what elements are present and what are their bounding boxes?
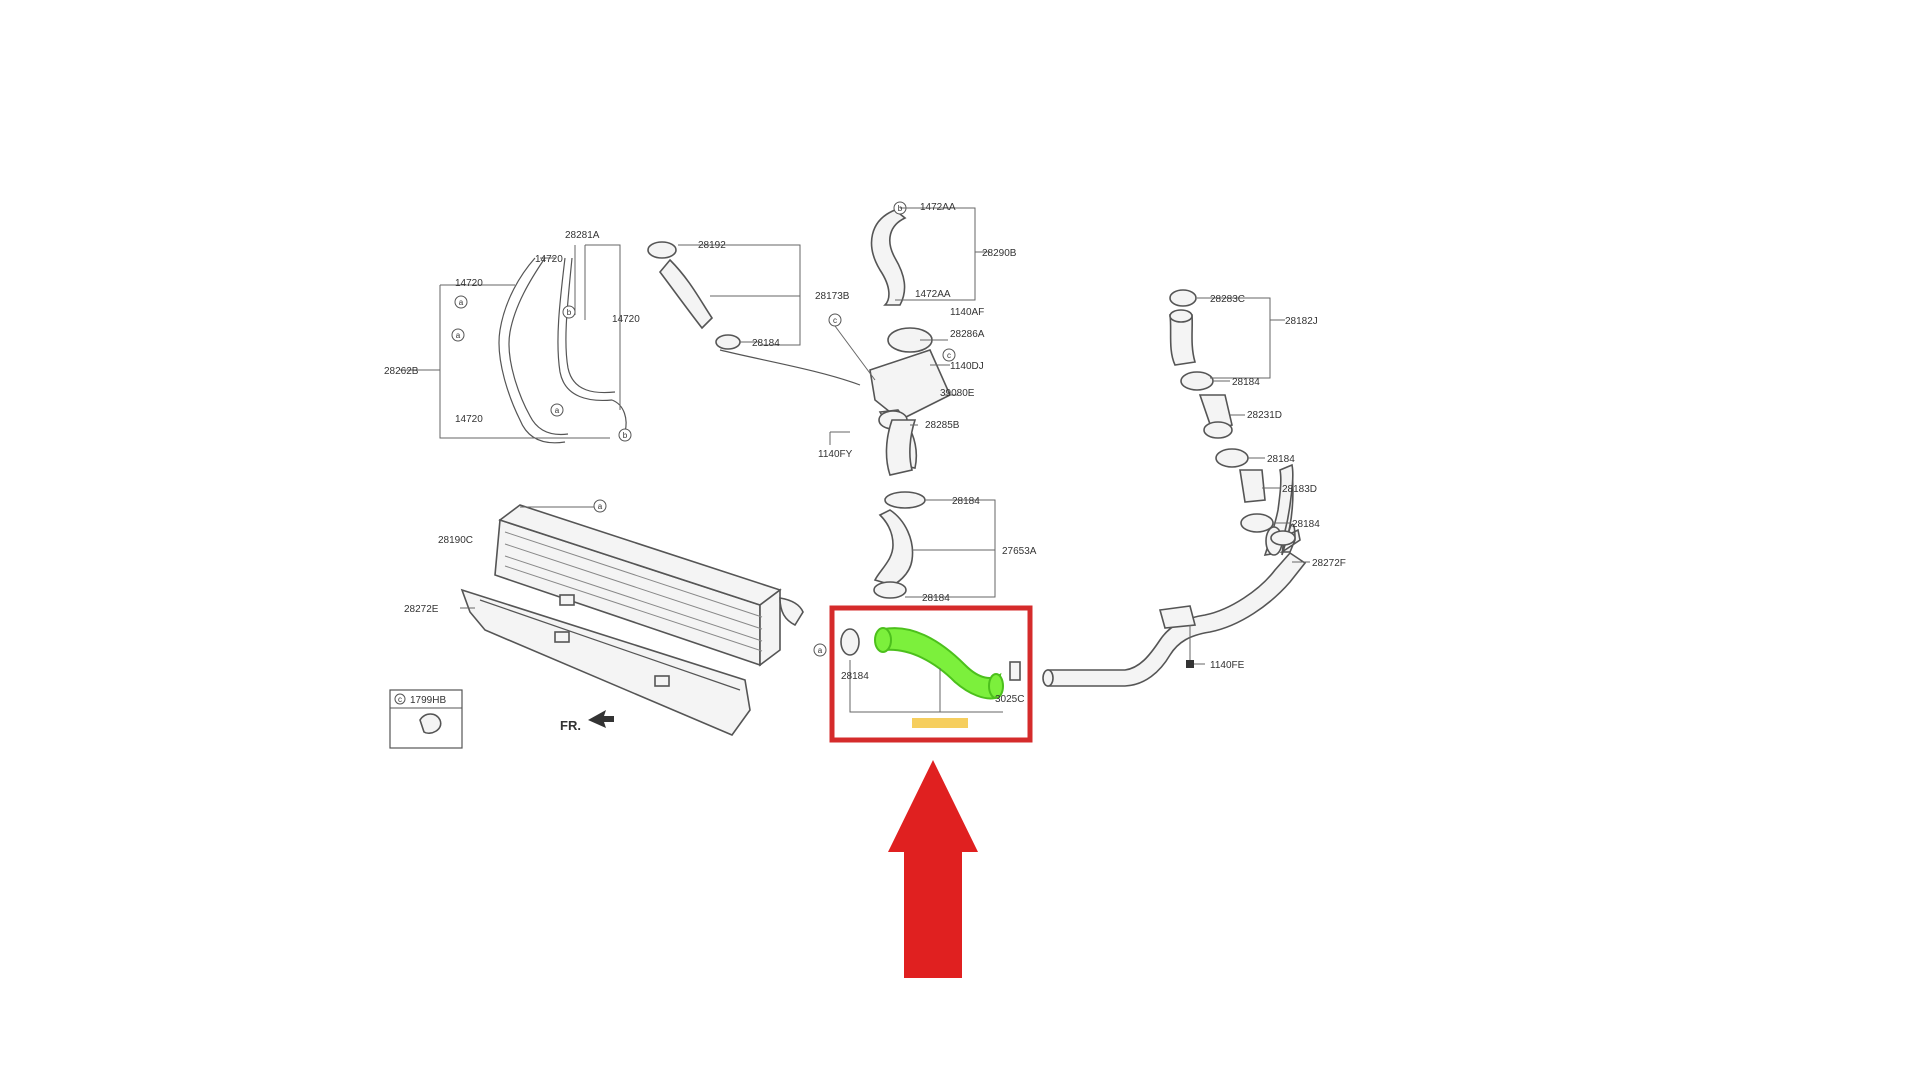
highlighted-part-group: 28184 3025C	[829, 605, 1033, 743]
label-28262B: 28262B	[384, 366, 419, 377]
pipe-28272F: 1140FE 28272F	[1042, 463, 1346, 687]
label-28183D: 28183D	[1282, 484, 1317, 495]
label-39080E: 39080E	[940, 388, 975, 399]
label-1140FY: 1140FY	[818, 449, 853, 460]
intercooler-28190C: 28190C 28272E	[404, 499, 827, 736]
callout-letter-b-3: b	[898, 204, 903, 213]
label-1140DJ: 1140DJ	[950, 361, 984, 372]
pointer-arrow-icon	[888, 760, 978, 978]
callout-letter-a-2: a	[456, 331, 461, 340]
label-1140FE: 1140FE	[1210, 660, 1245, 671]
callout-b-2	[618, 428, 632, 442]
label-1140AF: 1140AF	[950, 307, 984, 318]
label-14720-b: 14720	[535, 254, 563, 265]
hose-27653A: 28184 27653A 28184	[873, 491, 1037, 604]
label-28184-a: 28184	[752, 338, 780, 349]
callout-letter-c-2: c	[833, 316, 837, 325]
label-28184-g: 28184	[1292, 519, 1320, 530]
label-28192: 28192	[698, 240, 726, 251]
label-28184-f: 28184	[1267, 454, 1295, 465]
label-28286A: 28286A	[950, 329, 985, 340]
label-28184-c: 28184	[922, 593, 950, 604]
label-fr: FR.	[560, 718, 581, 733]
label-28173B: 28173B	[815, 291, 850, 302]
label-3025C: 3025C	[995, 694, 1024, 705]
hose-28173B: 28192 28173B 28184	[647, 240, 861, 386]
callout-letter-a-5: a	[818, 646, 823, 655]
label-28184-b: 28184	[952, 496, 980, 507]
label-14720-top: 14720	[455, 278, 483, 289]
front-arrow-icon	[588, 710, 614, 728]
label-14720-bottom: 14720	[455, 414, 483, 425]
label-28190C: 28190C	[438, 535, 473, 546]
label-28283C: 28283C	[1210, 294, 1245, 305]
label-28285B: 28285B	[925, 420, 960, 431]
label-28231D: 28231D	[1247, 410, 1282, 421]
callout-c-legend	[394, 693, 406, 705]
label-28281A: 28281A	[565, 230, 600, 241]
highlight-frame	[829, 605, 1033, 743]
label-28272F: 28272F	[1312, 558, 1346, 569]
callout-c-1	[942, 348, 956, 362]
label-28184-e: 28184	[1232, 377, 1260, 388]
part-number-tag	[912, 718, 968, 728]
label-28272E: 28272E	[404, 604, 439, 615]
label-27653A: 27653A	[1002, 546, 1037, 557]
label-28182J: 28182J	[1285, 316, 1318, 327]
label-14720-right: 14720	[612, 314, 640, 325]
label-1799HB: 1799HB	[410, 695, 446, 706]
label-28290B: 28290B	[982, 248, 1017, 259]
hose-group-28262B: 14720 28281A 14720 14720 28262B 14720	[384, 230, 640, 444]
callout-a-4	[593, 499, 607, 513]
callout-letter-c-1: c	[947, 351, 951, 360]
callout-letter-a-3: a	[555, 406, 560, 415]
callout-a-5	[813, 643, 827, 657]
front-direction-marker: FR.	[560, 710, 614, 733]
label-1472AA-b: 1472AA	[915, 289, 951, 300]
callout-a-1	[454, 295, 468, 309]
right-hose-stack: 28283C 28182J 28184 28231D 28184 28183D …	[1169, 289, 1320, 533]
callout-letter-a-1: a	[459, 298, 464, 307]
callout-letter-a-4: a	[598, 502, 603, 511]
callout-b-1	[562, 305, 576, 319]
label-28184-d: 28184	[841, 671, 869, 682]
callout-letter-c-legend: c	[398, 695, 402, 704]
throttle-assembly: 1472AA 28290B 1472AA 1140AF 28286A 1140D…	[818, 201, 1017, 476]
callout-letter-b-2: b	[623, 431, 628, 440]
callout-letter-b-1: b	[567, 308, 572, 317]
callout-a-2	[451, 328, 465, 342]
label-1472AA-top: 1472AA	[920, 202, 956, 213]
legend-box-1799HB: 1799HB	[389, 689, 463, 749]
callout-a-3	[550, 403, 564, 417]
